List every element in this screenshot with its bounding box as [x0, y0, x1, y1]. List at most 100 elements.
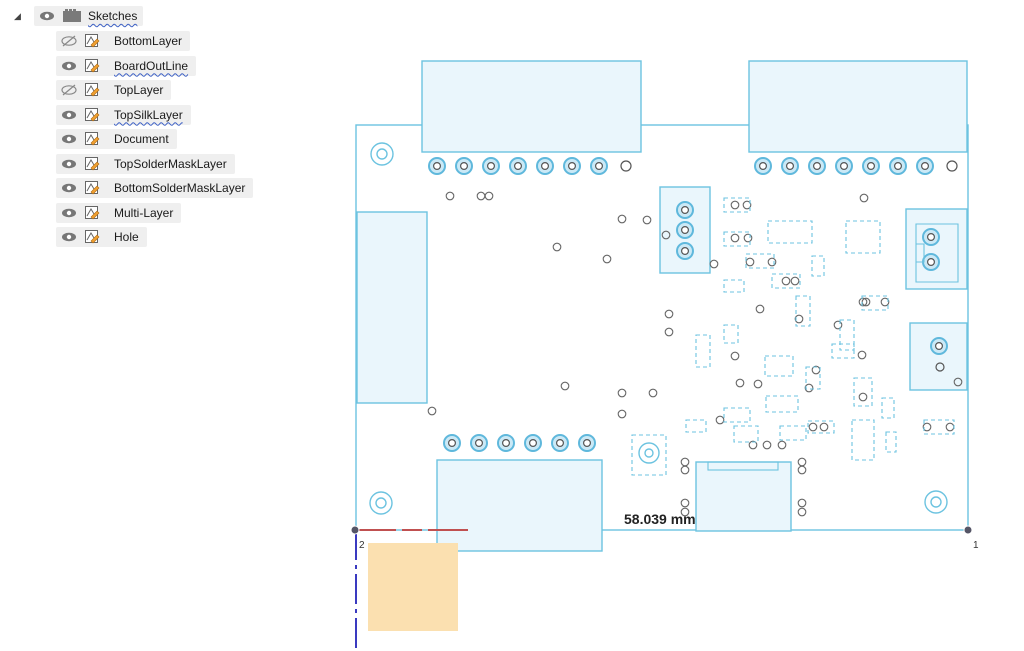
via [953, 377, 963, 387]
via [427, 406, 437, 416]
via [859, 193, 869, 203]
header-pad-end [620, 160, 632, 172]
layer-row[interactable]: BoardOutLine [56, 55, 197, 76]
jst-pad-hole [926, 233, 935, 242]
silk-outline [723, 197, 751, 213]
board-outline [355, 124, 969, 531]
header-pad-hole [920, 162, 929, 171]
silk-outline [764, 355, 794, 377]
eye-icon[interactable] [38, 10, 56, 22]
sketch-icon [84, 131, 100, 147]
right-lower-connector [909, 322, 968, 391]
silk-outline [745, 253, 775, 269]
silk-outline [831, 343, 855, 359]
layer-row[interactable]: BottomLayer [56, 31, 191, 51]
via [648, 388, 658, 398]
silk-outline [851, 419, 875, 461]
via [857, 350, 867, 360]
via [602, 254, 612, 264]
eye-hidden-icon[interactable] [60, 84, 78, 96]
silk-outline [767, 220, 813, 244]
via [661, 230, 671, 240]
via [642, 215, 652, 225]
via [680, 507, 690, 517]
terminal-pad-hole [680, 206, 689, 215]
layer-row[interactable]: Hole [56, 227, 147, 247]
silk-outline [885, 431, 897, 453]
eye-icon[interactable] [60, 207, 78, 219]
buzzer-inner [644, 448, 654, 458]
mounting-hole-inner [930, 496, 942, 508]
silk-outline [733, 425, 759, 443]
sketch-icon [84, 205, 100, 221]
via [680, 498, 690, 508]
via [735, 378, 745, 388]
sketch-icon [84, 82, 100, 98]
bottom-header-pad-hole [555, 439, 564, 448]
terminal-pad-hole [680, 226, 689, 235]
selection-box [368, 543, 458, 631]
sketch-icon [84, 33, 100, 49]
silk-outline [805, 366, 821, 390]
eye-icon[interactable] [60, 158, 78, 170]
eye-hidden-icon[interactable] [60, 35, 78, 47]
header-pad-hole [540, 162, 549, 171]
board-drawing [350, 60, 973, 648]
dimension-label: 58.039 mm [624, 511, 696, 527]
point-2-label: 2 [359, 540, 365, 551]
mounting-hole [369, 491, 393, 515]
header-pad-hole [567, 162, 576, 171]
dc-pad-hole [934, 342, 943, 351]
layer-row[interactable]: Document [56, 129, 177, 149]
bottom-header-pad-hole [582, 439, 591, 448]
silk-outline [723, 279, 745, 293]
top-right-connector [748, 60, 968, 153]
layer-row[interactable]: BottomSolderMaskLayer [56, 178, 254, 198]
silk-outline [723, 324, 739, 344]
silk-outline [685, 419, 707, 433]
usb-tab [707, 461, 779, 471]
via [794, 314, 804, 324]
dc-pad-small [935, 362, 945, 372]
layer-row[interactable]: TopLayer [56, 80, 172, 100]
eye-icon[interactable] [60, 109, 78, 121]
header-pad-hole [460, 162, 469, 171]
mounting-hole-inner [376, 148, 388, 160]
sketches-folder-row[interactable]: ◢ Sketches [14, 6, 144, 26]
silk-outline [795, 295, 811, 327]
eye-icon[interactable] [60, 182, 78, 194]
layer-row[interactable]: TopSilkLayer [56, 104, 191, 125]
layer-row[interactable]: Multi-Layer [56, 202, 182, 223]
via [617, 409, 627, 419]
sketch-icon [84, 107, 100, 123]
terminal-pad-hole [680, 247, 689, 256]
bottom-connector [436, 459, 603, 552]
header-pad-hole [893, 162, 902, 171]
layer-row[interactable]: TopSolderMaskLayer [56, 153, 235, 174]
layer-name: TopLayer [114, 83, 164, 97]
eye-icon[interactable] [60, 133, 78, 145]
collapse-triangle-icon[interactable]: ◢ [14, 10, 21, 21]
header-pad-hole [758, 162, 767, 171]
via [476, 191, 486, 201]
via [730, 233, 740, 243]
bottom-header-pad-hole [475, 439, 484, 448]
bottom-header-pad-hole [502, 439, 511, 448]
silk-outline [839, 319, 855, 351]
sketch-icon [84, 58, 100, 74]
via [777, 440, 787, 450]
layer-name: Hole [114, 230, 139, 244]
header-pad-hole [594, 162, 603, 171]
bottom-header-pad-hole [528, 439, 537, 448]
silk-outline [881, 397, 895, 419]
layer-name: Document [114, 132, 169, 146]
end-point [963, 525, 973, 535]
bottom-header-pad-hole [448, 439, 457, 448]
sketch-icon [84, 156, 100, 172]
jst-detail [915, 223, 959, 283]
layer-name: BottomSolderMaskLayer [114, 181, 246, 195]
via [680, 465, 690, 475]
eye-icon[interactable] [60, 60, 78, 72]
eye-icon[interactable] [60, 231, 78, 243]
